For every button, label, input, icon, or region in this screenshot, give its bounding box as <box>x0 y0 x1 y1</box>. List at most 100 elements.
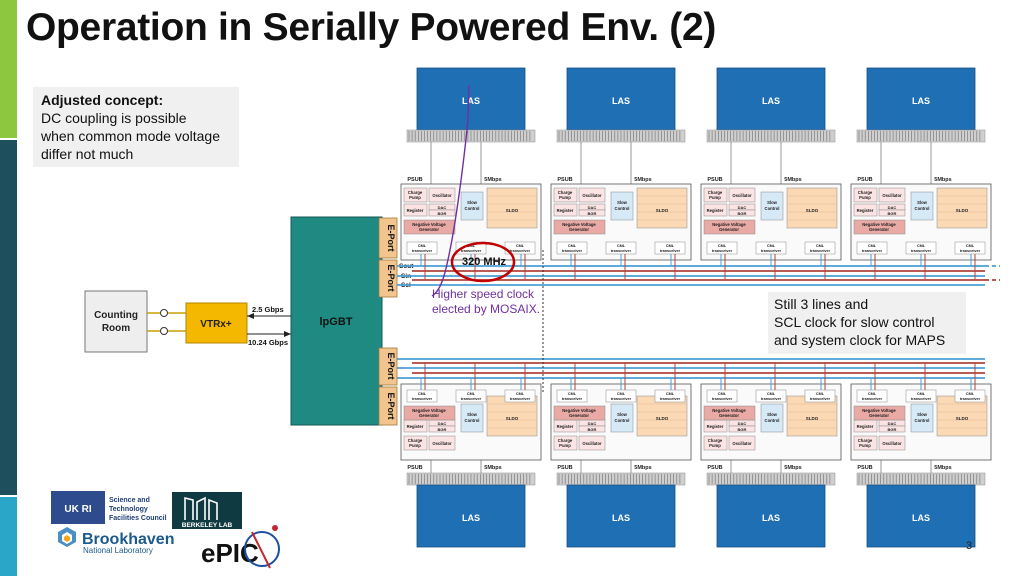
register-block <box>553 203 578 217</box>
charge-pump-block <box>553 435 578 451</box>
oscillator-label: Oscillator <box>732 441 752 446</box>
slow-control-label: Slow <box>767 200 778 205</box>
slow-control-block <box>910 191 934 221</box>
oscillator-block <box>728 435 756 451</box>
rate-label: 5Mbps <box>634 465 651 471</box>
neg-voltage-label: Negative Voltage <box>412 222 446 227</box>
slow-control-label: Slow <box>467 412 478 417</box>
sldo-label: SLDO <box>656 416 669 421</box>
las-label: LAS <box>612 513 630 523</box>
cml-label: CML <box>467 392 476 396</box>
cml-label: transceiver <box>712 397 733 401</box>
cml-label: CML <box>418 244 427 248</box>
charge-pump-block <box>403 435 428 451</box>
cml-label: transceiver <box>510 249 531 253</box>
cml-highlight-ellipse <box>450 241 516 283</box>
neg-voltage-label: Negative Voltage <box>862 408 896 413</box>
cml-transceiver-block <box>406 389 438 403</box>
cml-label: CML <box>868 244 877 248</box>
charge-pump-block <box>403 187 428 203</box>
cml-label: CML <box>516 244 525 248</box>
charge-pump-block <box>853 435 878 451</box>
slow-control-label: Control <box>615 418 630 423</box>
cml-transceiver-block <box>406 241 438 255</box>
charge-pump-block <box>703 187 728 203</box>
three-lines-callout: Still 3 lines and SCL clock for slow con… <box>768 292 966 354</box>
psub-label: PSUB <box>557 177 572 183</box>
bgr-block <box>578 425 606 433</box>
psub-label: PSUB <box>707 177 722 183</box>
bgr-label: BGR <box>588 427 597 432</box>
cml-label: transceiver <box>611 249 632 253</box>
eport-block: E-Port <box>378 347 398 386</box>
neg-voltage-block <box>403 405 456 421</box>
charge-pump-label: Charge <box>708 438 723 443</box>
las-label: LAS <box>762 513 780 523</box>
psub-label: PSUB <box>407 177 422 183</box>
las-label: LAS <box>762 96 780 106</box>
slow-control-label: Control <box>765 206 780 211</box>
cml-label: CML <box>568 244 577 248</box>
neg-voltage-label: Generator <box>569 227 589 232</box>
psub-label: PSUB <box>557 465 572 471</box>
rate-label: 5Mbps <box>484 465 501 471</box>
eport-block: E-Port <box>378 217 398 259</box>
sldo-block <box>786 187 838 229</box>
rate-label: 5Mbps <box>934 177 951 183</box>
neg-voltage-label: Negative Voltage <box>412 408 446 413</box>
sldo-label: SLDO <box>656 208 669 213</box>
brookhaven-subtitle: National Laboratory <box>83 546 153 555</box>
cml-label: transceiver <box>862 249 883 253</box>
charge-pump-label: Pump <box>859 443 871 448</box>
bgr-label: BGR <box>738 211 747 216</box>
las-block <box>866 484 976 548</box>
register-label: Register <box>857 208 874 213</box>
charge-pump-label: Charge <box>558 190 573 195</box>
charge-pump-label: Pump <box>709 443 721 448</box>
las-block <box>566 484 676 548</box>
bgr-block <box>428 209 456 217</box>
bgr-label: BGR <box>438 427 447 432</box>
callout-line: SCL clock for slow control <box>774 314 935 330</box>
oscillator-label: Oscillator <box>582 193 602 198</box>
sldo-block <box>636 187 688 229</box>
oscillator-label: Oscillator <box>582 441 602 446</box>
register-label: Register <box>707 424 724 429</box>
rate-label: 5Mbps <box>484 177 501 183</box>
cml-label: transceiver <box>810 397 831 401</box>
oscillator-block <box>428 435 456 451</box>
oscillator-block <box>578 187 606 203</box>
accent-bar-green <box>0 0 17 138</box>
clock-note: Higher speed clock elected by MOSAIX. <box>432 287 540 317</box>
cml-label: transceiver <box>510 397 531 401</box>
upper-bus <box>397 265 985 286</box>
clock-note-line: elected by MOSAIX. <box>432 302 541 316</box>
slow-control-label: Slow <box>617 412 628 417</box>
slow-control-block <box>760 403 784 433</box>
cml-label: CML <box>666 244 675 248</box>
cml-label: transceiver <box>911 249 932 253</box>
dac-label: DAC <box>738 205 747 210</box>
neg-voltage-block <box>553 219 606 235</box>
charge-pump-label: Pump <box>559 443 571 448</box>
slow-control-block <box>760 191 784 221</box>
oscillator-label: Oscillator <box>432 441 452 446</box>
slow-control-label: Control <box>465 418 480 423</box>
cml-label: CML <box>718 392 727 396</box>
cml-label: CML <box>868 392 877 396</box>
sldo-block <box>486 187 538 229</box>
psub-label: PSUB <box>407 465 422 471</box>
bgr-block <box>728 425 756 433</box>
oscillator-block <box>878 435 906 451</box>
rate-label: 5Mbps <box>784 177 801 183</box>
svg-text:E-Port: E-Port <box>386 225 396 252</box>
cml-label: transceiver <box>712 249 733 253</box>
neg-voltage-block <box>853 219 906 235</box>
bgr-label: BGR <box>588 211 597 216</box>
